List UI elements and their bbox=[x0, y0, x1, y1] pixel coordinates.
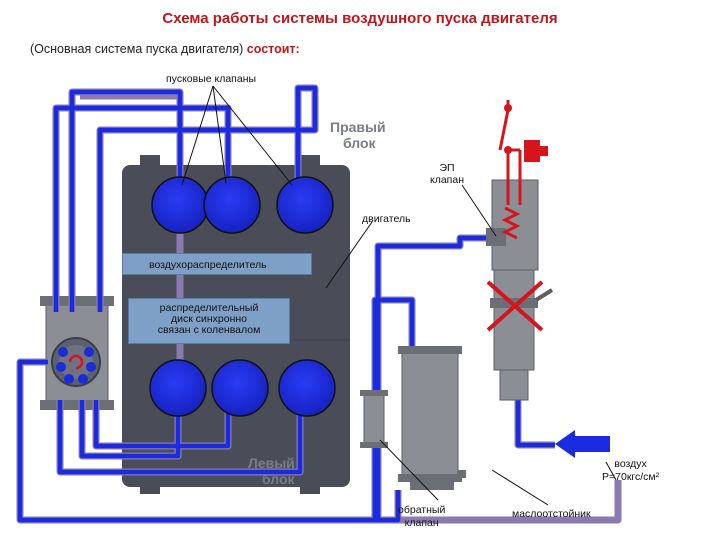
diagram-subtitle: (Основная система пуска двигателя) состо… bbox=[30, 42, 300, 56]
check-valve-label: обратный клапан bbox=[398, 504, 446, 529]
start-valve-cylinders-left bbox=[149, 359, 336, 417]
start-valves-pointers bbox=[181, 85, 293, 186]
distributor-label: воздухораспределитель bbox=[122, 253, 312, 275]
air-pressure-label: воздух Р=70кгс/см² bbox=[602, 458, 660, 483]
air-inlet-arrow bbox=[555, 430, 610, 458]
start-valves-label: пусковые клапаны bbox=[166, 73, 257, 85]
oil-trap-label: маслоотстойник bbox=[512, 508, 591, 520]
svg-text:блок: блок bbox=[343, 135, 377, 151]
diagram-title: Схема работы системы воздушного пуска дв… bbox=[162, 10, 558, 27]
distribution-disk-label: распределительный диск синхронно связан … bbox=[128, 298, 290, 344]
start-valve-cylinders-right bbox=[151, 176, 334, 234]
oil-trap-device bbox=[398, 346, 466, 490]
distributor-unit bbox=[40, 296, 114, 410]
pipes bbox=[16, 84, 622, 524]
left-block-label: Левый bbox=[248, 455, 295, 471]
subtitle-main: (Основная система пуска двигателя) bbox=[30, 42, 244, 56]
engine-label: двигатель bbox=[362, 213, 411, 225]
ep-valve-device bbox=[486, 100, 554, 401]
leader-lines bbox=[325, 184, 617, 506]
subtitle-accent: состоит: bbox=[246, 42, 300, 56]
right-block-label: Правый bbox=[330, 119, 386, 135]
ep-valve-label: ЭП клапан bbox=[430, 162, 465, 186]
check-valve-device bbox=[360, 390, 388, 448]
shutoff-cross-icon bbox=[486, 280, 544, 332]
